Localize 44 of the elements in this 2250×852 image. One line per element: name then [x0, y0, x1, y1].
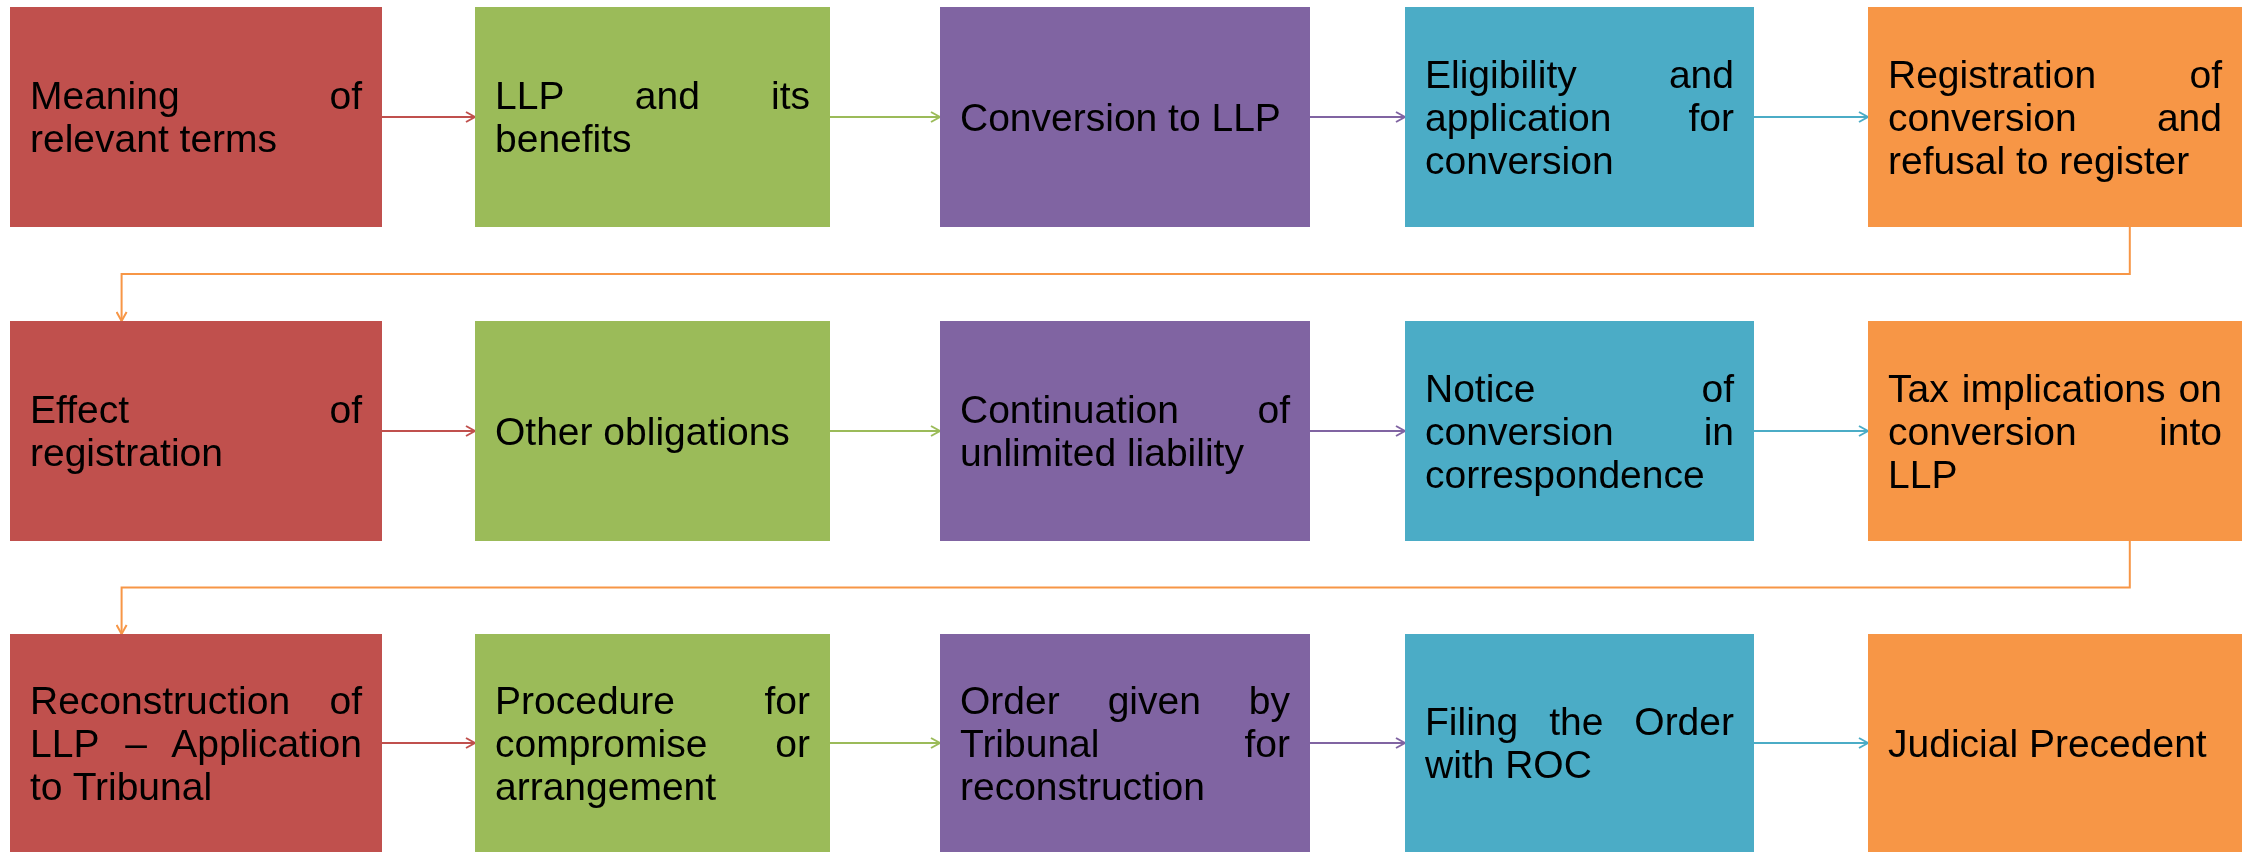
process-box — [475, 321, 830, 541]
arrow — [115, 540, 2131, 635]
step-text: Tax implications on conversion into LLP — [1888, 366, 2222, 496]
process-box — [1868, 321, 2242, 541]
step-text: Conversion to LLP — [960, 95, 1282, 139]
arrow — [1753, 737, 1869, 749]
step-text: Continuation of unlimited liability — [960, 388, 1290, 474]
process-box — [940, 7, 1310, 227]
process-box — [940, 634, 1310, 852]
arrow — [381, 425, 476, 437]
arrow — [1753, 111, 1869, 123]
arrow — [381, 111, 476, 123]
step-text: Judicial Precedent — [1888, 721, 2208, 765]
process-box — [10, 321, 382, 541]
process-box — [1405, 7, 1754, 227]
step-text: Procedure for compromise or arrangement — [495, 678, 810, 808]
step-text: Other obligations — [495, 409, 791, 453]
process-box — [475, 634, 830, 852]
process-box — [940, 321, 1310, 541]
step-text: Effect of registration — [30, 388, 362, 474]
arrow — [829, 737, 941, 749]
process-box — [1405, 634, 1754, 852]
process-box — [10, 634, 382, 852]
step-text: LLP and its benefits — [495, 74, 810, 160]
step-text: Meaning of relevant terms — [30, 74, 362, 160]
arrow — [829, 425, 941, 437]
arrow — [381, 737, 476, 749]
arrow — [1309, 111, 1406, 123]
step-text: Filing the Order with ROC — [1425, 700, 1734, 786]
process-box — [1868, 7, 2242, 227]
arrow — [115, 226, 2131, 322]
step-text: Order given by Tribunal for reconstruction — [960, 678, 1290, 808]
process-box — [1868, 634, 2242, 852]
arrow — [1309, 737, 1406, 749]
arrow — [829, 111, 941, 123]
arrow — [1753, 425, 1869, 437]
step-text: Reconstruction of LLP – Application to Tribunal — [30, 678, 362, 808]
arrow — [1309, 425, 1406, 437]
step-text: Registration of conversion and refusal to register — [1888, 52, 2222, 182]
process-box — [475, 7, 830, 227]
step-text: Notice of conversion in correspondence — [1425, 366, 1734, 496]
process-box — [1405, 321, 1754, 541]
step-text: Eligibility and application for conversion — [1425, 52, 1734, 182]
process-box — [10, 7, 382, 227]
